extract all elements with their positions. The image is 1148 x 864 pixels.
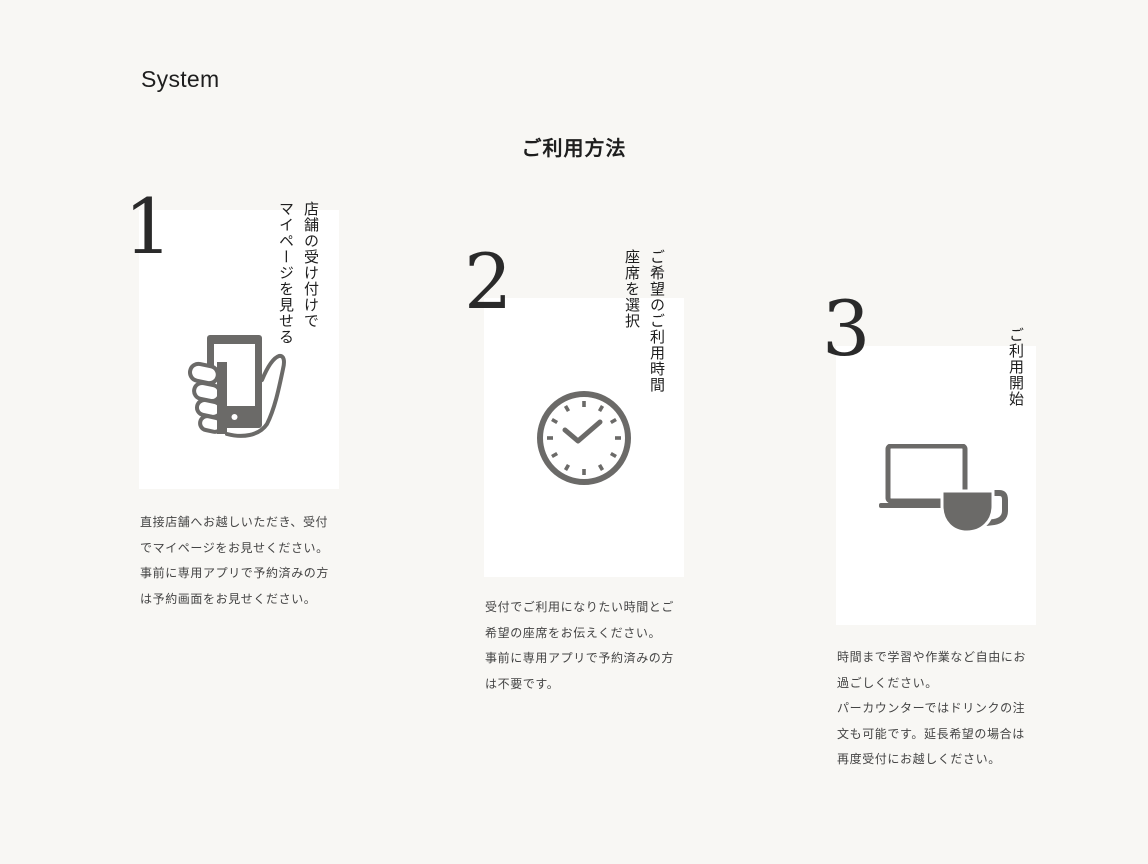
clock-tick bbox=[551, 451, 559, 459]
clock-tick bbox=[597, 405, 605, 413]
step-number: 1 bbox=[124, 182, 173, 271]
step-heading: ご希望のご利用時間 座席を選択 bbox=[623, 249, 666, 393]
section-label: System bbox=[141, 66, 220, 92]
smartphone-in-hand-icon bbox=[187, 334, 287, 442]
page-title: ご利用方法 bbox=[521, 136, 627, 160]
clock-tick bbox=[609, 417, 617, 425]
description-line: 希望の座席をお伝えください。 bbox=[485, 625, 662, 640]
clock-tick bbox=[563, 463, 571, 471]
description-line: は不要です。 bbox=[485, 676, 560, 691]
description-line: 直接店舗へお越しいただき、受付 bbox=[140, 515, 329, 529]
description-line: は予約画面をお見せください。 bbox=[140, 591, 317, 606]
description-line: 受付でご利用になりたい時間とご bbox=[485, 600, 675, 614]
clock-icon bbox=[535, 389, 633, 491]
step-number: 3 bbox=[822, 284, 871, 373]
clock-tick bbox=[563, 405, 571, 413]
description-line: 事前に専用アプリで予約済みの方 bbox=[140, 566, 330, 580]
description-line: 文も可能です。延長希望の場合は bbox=[837, 726, 1025, 741]
clock-tick bbox=[609, 451, 617, 459]
step-heading: 店舗の受け付けで マイページを見せる bbox=[277, 201, 320, 345]
step-number: 2 bbox=[464, 237, 513, 326]
clock-tick bbox=[597, 463, 605, 471]
description-line: パーカウンターではドリンクの注 bbox=[837, 701, 1026, 715]
laptop-and-cup-icon bbox=[878, 443, 1008, 540]
step-heading: ご利用開始 bbox=[1007, 327, 1025, 407]
step-card bbox=[836, 346, 1036, 625]
description-line: 時間まで学習や作業など自由にお bbox=[837, 650, 1027, 664]
step-description: 直接店舗へお越しいただき、受付 でマイページをお見せください。 事前に専用アプリ… bbox=[140, 510, 350, 612]
description-line: でマイページをお見せください。 bbox=[140, 540, 329, 555]
clock-tick bbox=[551, 417, 559, 425]
description-line: 再度受付にお越しください。 bbox=[837, 752, 1001, 766]
description-line: 過ごしください。 bbox=[837, 675, 938, 690]
step-description: 時間まで学習や作業など自由にお 過ごしください。 パーカウンターではドリンクの注… bbox=[837, 645, 1047, 773]
step-description: 受付でご利用になりたい時間とご 希望の座席をお伝えください。 事前に専用アプリで… bbox=[485, 595, 695, 697]
description-line: 事前に専用アプリで予約済みの方 bbox=[485, 651, 675, 665]
